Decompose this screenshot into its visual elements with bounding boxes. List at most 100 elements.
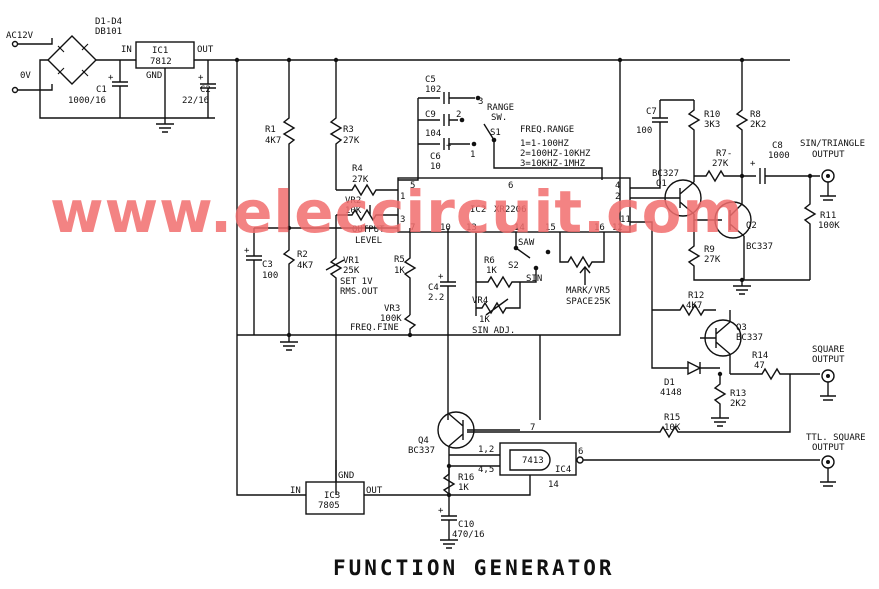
- svg-text:OUTPUT: OUTPUT: [812, 150, 845, 160]
- svg-text:25K: 25K: [343, 266, 360, 276]
- svg-text:27K: 27K: [712, 159, 729, 169]
- svg-text:470/16: 470/16: [452, 530, 485, 540]
- svg-text:12: 12: [612, 223, 623, 233]
- svg-text:+: +: [198, 73, 204, 83]
- svg-text:2K2: 2K2: [730, 399, 746, 409]
- svg-text:10: 10: [430, 162, 441, 172]
- svg-text:4K7: 4K7: [265, 136, 281, 146]
- svg-text:+: +: [750, 159, 756, 169]
- svg-text:1: 1: [400, 192, 405, 202]
- svg-text:OUTPUT: OUTPUT: [812, 443, 845, 453]
- svg-text:MARK/: MARK/: [566, 286, 593, 296]
- svg-text:SIN/TRIANGLE: SIN/TRIANGLE: [800, 139, 865, 149]
- svg-text:C10: C10: [458, 520, 474, 530]
- svg-text:1K: 1K: [394, 266, 405, 276]
- svg-text:RMS.OUT: RMS.OUT: [340, 287, 379, 297]
- svg-text:4,5: 4,5: [478, 465, 494, 475]
- bridge-part: DB101: [95, 27, 122, 37]
- svg-text:C2: C2: [200, 85, 211, 95]
- svg-text:R16: R16: [458, 473, 474, 483]
- svg-text:SET 1V: SET 1V: [340, 277, 373, 287]
- svg-text:100K: 100K: [818, 221, 840, 231]
- svg-text:R9: R9: [704, 245, 715, 255]
- svg-text:13: 13: [466, 223, 477, 233]
- svg-text:4: 4: [615, 181, 620, 191]
- svg-text:R3: R3: [343, 125, 354, 135]
- bridge-label: D1-D4: [95, 17, 122, 27]
- svg-text:SAW: SAW: [518, 238, 535, 248]
- svg-text:SIN: SIN: [526, 274, 542, 284]
- svg-text:16: 16: [594, 223, 605, 233]
- watermark-text: www.eleccircuit.com: [50, 178, 744, 246]
- svg-text:VR2: VR2: [345, 196, 361, 206]
- svg-text:7812: 7812: [150, 57, 172, 67]
- svg-text:14: 14: [514, 223, 525, 233]
- svg-text:FREQ.RANGE: FREQ.RANGE: [520, 125, 574, 135]
- zero-v-terminal: [11, 86, 19, 94]
- ac-input-label: AC12V: [6, 31, 34, 41]
- svg-text:SIN ADJ.: SIN ADJ.: [472, 326, 515, 336]
- square-output-stage: R12 4K7 Q3 BC337 D1 4148 R13 2K2 R14 47 …: [467, 291, 845, 439]
- bridge-rectifier: [47, 35, 97, 85]
- svg-text:IC4: IC4: [555, 465, 571, 475]
- svg-text:BC337: BC337: [408, 446, 435, 456]
- svg-text:IC1: IC1: [152, 46, 168, 56]
- svg-text:2=100HZ-10KHZ: 2=100HZ-10KHZ: [520, 149, 591, 159]
- svg-text:C5: C5: [425, 75, 436, 85]
- svg-text:S1: S1: [490, 128, 501, 138]
- svg-text:OUT: OUT: [197, 45, 214, 55]
- svg-text:R1: R1: [265, 125, 276, 135]
- svg-text:IC3: IC3: [324, 491, 340, 501]
- svg-text:R2: R2: [297, 250, 308, 260]
- svg-text:+: +: [446, 141, 452, 151]
- svg-text:R15: R15: [664, 413, 680, 423]
- svg-text:VR3: VR3: [384, 304, 400, 314]
- svg-text:1000: 1000: [768, 151, 790, 161]
- svg-text:10: 10: [440, 223, 451, 233]
- svg-text:10K: 10K: [345, 206, 362, 216]
- svg-text:4K7: 4K7: [686, 301, 702, 311]
- power-supply-section: AC12V 0V D1-D4 DB101 IN IC1 7812 OUT GND…: [6, 17, 790, 133]
- svg-text:C9: C9: [425, 110, 436, 120]
- svg-text:6: 6: [578, 447, 583, 457]
- svg-text:15: 15: [545, 223, 556, 233]
- svg-text:1K: 1K: [458, 483, 469, 493]
- range-switch-section: C5 102 C9 104 + C6 10 3 2 1 RANGE SW. S1…: [398, 75, 603, 181]
- svg-text:R5: R5: [394, 255, 405, 265]
- svg-text:R6: R6: [484, 256, 495, 266]
- svg-text:S2: S2: [508, 261, 519, 271]
- svg-text:C3: C3: [262, 260, 273, 270]
- svg-text:25K: 25K: [594, 297, 611, 307]
- svg-text:FREQ.FINE: FREQ.FINE: [350, 323, 399, 333]
- svg-text:7805: 7805: [318, 501, 340, 511]
- svg-text:R10: R10: [704, 110, 720, 120]
- svg-text:IC2: IC2: [470, 205, 486, 215]
- svg-text:R13: R13: [730, 389, 746, 399]
- svg-text:27K: 27K: [352, 175, 369, 185]
- svg-text:100: 100: [636, 126, 652, 136]
- svg-text:7: 7: [410, 223, 415, 233]
- ic4-nand: [499, 442, 577, 476]
- svg-text:27K: 27K: [343, 136, 360, 146]
- svg-text:C1: C1: [96, 85, 107, 95]
- svg-text:+: +: [438, 272, 444, 282]
- svg-text:GND: GND: [146, 71, 162, 81]
- svg-text:R8: R8: [750, 110, 761, 120]
- svg-text:2: 2: [615, 192, 620, 202]
- svg-text:6: 6: [508, 181, 513, 191]
- svg-text:27K: 27K: [704, 255, 721, 265]
- svg-text:1,2: 1,2: [478, 445, 494, 455]
- svg-text:10K: 10K: [664, 423, 681, 433]
- svg-text:SPACE: SPACE: [566, 297, 593, 307]
- svg-text:IN: IN: [121, 45, 132, 55]
- svg-text:2K2: 2K2: [750, 120, 766, 130]
- svg-text:2.2: 2.2: [428, 293, 444, 303]
- svg-text:BC327: BC327: [652, 169, 679, 179]
- svg-text:+: +: [438, 506, 444, 516]
- sine-output-stage: C7 100 R10 3K3 R8 2K2 BC327 Q1 R7- 27K +…: [636, 60, 865, 295]
- svg-text:1: 1: [470, 150, 475, 160]
- svg-text:RANGE: RANGE: [487, 103, 514, 113]
- svg-text:3: 3: [478, 97, 483, 107]
- schematic-title: FUNCTION GENERATOR: [333, 556, 615, 580]
